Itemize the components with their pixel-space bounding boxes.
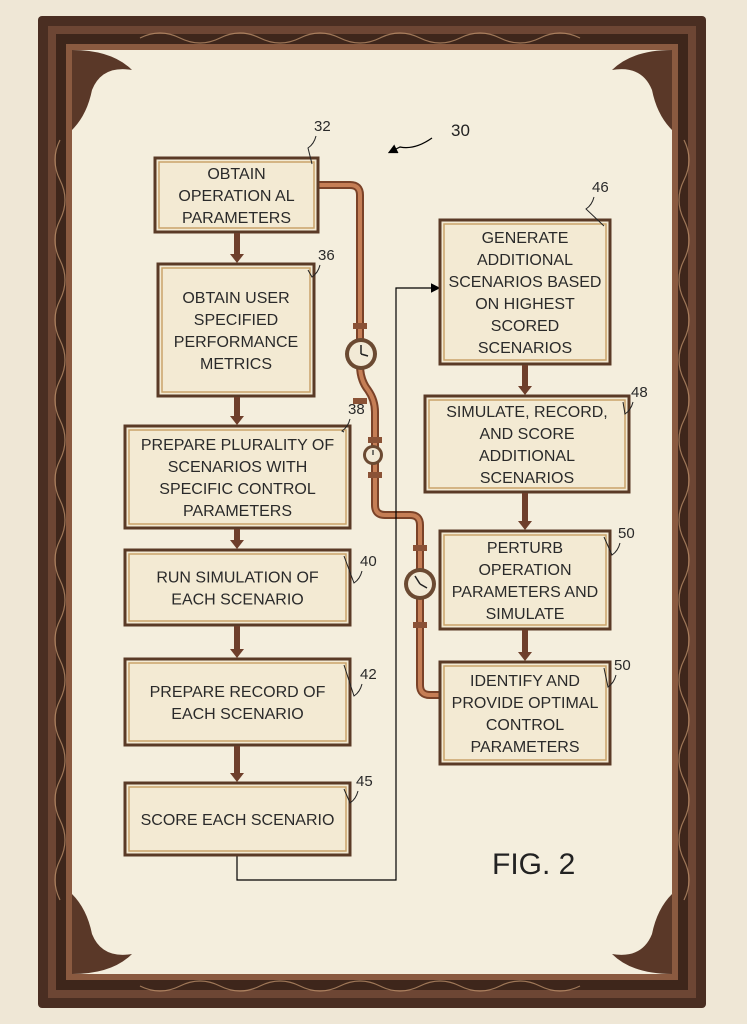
- flow-box-line: OBTAIN: [207, 166, 265, 183]
- flow-box-line: PERTURB: [487, 540, 563, 557]
- corner-ornament-icons: [72, 50, 672, 974]
- flow-arrow-shaft: [522, 493, 528, 522]
- reference-leader-line: [307, 135, 317, 165]
- flow-box-line: OBTAIN USER: [182, 290, 289, 307]
- reference-leader-line: [622, 401, 634, 415]
- flow-arrow-shaft: [522, 365, 528, 387]
- flow-box-b32: OBTAIN OPERATION AL PARAMETERS 32: [153, 118, 331, 234]
- reference-leader-line: [585, 196, 605, 227]
- flow-arrow-shaft: [234, 626, 240, 650]
- reference-numeral: 48: [631, 384, 648, 401]
- flow-box-line: SCORE EACH SCENARIO: [141, 812, 335, 829]
- flow-box-line: SCENARIOS: [478, 340, 572, 357]
- reference-leader-line: [603, 536, 621, 556]
- flow-box-b50b: IDENTIFY AND PROVIDE OPTIMAL CONTROL PARAME…: [438, 657, 631, 766]
- small-gauge-icon: [363, 445, 383, 465]
- flow-arrow-head: [230, 540, 244, 549]
- flow-box-line: CONTROL: [486, 717, 564, 734]
- flow-box-line: OPERATION AL: [178, 188, 294, 205]
- feedback-connector: [236, 283, 441, 881]
- flow-box-b42: PREPARE RECORD OF EACH SCENARIO 42: [123, 657, 377, 747]
- flow-box-line: RUN SIMULATION OF: [156, 570, 319, 587]
- flow-box-line: SCORED: [491, 318, 559, 335]
- flow-box-b45: SCORE EACH SCENARIO 45: [123, 773, 373, 857]
- copper-pipe: [314, 181, 444, 699]
- reference-numeral: 50: [614, 657, 631, 674]
- flow-arrows: [230, 233, 532, 782]
- flow-box-line: PROVIDE OPTIMAL: [452, 695, 599, 712]
- flow-box-line: PREPARE RECORD OF: [150, 684, 326, 701]
- flow-arrow-head: [230, 773, 244, 782]
- flow-box-line: EACH SCENARIO: [171, 706, 303, 723]
- flow-box-line: GENERATE: [482, 230, 569, 247]
- flow-box-line: PARAMETERS: [470, 739, 579, 756]
- flow-arrow-shaft: [234, 746, 240, 774]
- flow-box-line: ADDITIONAL: [477, 252, 573, 269]
- figure-label: FIG. 2: [492, 848, 575, 881]
- flow-arrow-head: [518, 386, 532, 395]
- reference-leader-line: [603, 667, 617, 688]
- reference-leader-line: [343, 555, 363, 584]
- flow-arrow-shaft: [234, 233, 240, 255]
- flow-box-line: PREPARE PLURALITY OF: [141, 437, 334, 454]
- reference-leader-line: [343, 788, 359, 804]
- flow-box-line: AND SCORE: [479, 426, 574, 443]
- pressure-gauge-icon: [345, 338, 377, 370]
- flow-box-line: PARAMETERS: [183, 503, 292, 520]
- reference-numeral: 50: [618, 525, 635, 542]
- flow-box-b46: GENERATE ADDITIONAL SCENARIOS BASED ON HIGH…: [438, 179, 612, 366]
- reference-numeral: 32: [314, 118, 331, 135]
- flow-box-line: PARAMETERS AND: [452, 584, 598, 601]
- flow-arrow-head: [230, 416, 244, 425]
- flow-box-line: SCENARIOS: [480, 470, 574, 487]
- flow-box-b40: RUN SIMULATION OF EACH SCENARIO 40: [123, 548, 377, 627]
- flow-arrow-head: [230, 649, 244, 658]
- flow-box-b38: PREPARE PLURALITY OF SCENARIOS WITH SPECIF…: [123, 401, 365, 530]
- figure-ref-arrow: [387, 137, 433, 154]
- flow-arrow-shaft: [234, 529, 240, 541]
- flow-box-line: ON HIGHEST: [475, 296, 575, 313]
- flow-arrow-head: [518, 652, 532, 661]
- reference-numeral: 42: [360, 666, 377, 683]
- flow-box-line: SPECIFIED: [194, 312, 278, 329]
- pressure-gauge-icon: [404, 568, 436, 600]
- reference-numeral: 46: [592, 179, 609, 196]
- flow-arrow-head: [230, 254, 244, 263]
- flow-box-line: ADDITIONAL: [479, 448, 575, 465]
- reference-leader-line: [307, 264, 321, 278]
- reference-leader-line: [341, 418, 351, 433]
- flow-box-line: EACH SCENARIO: [171, 592, 303, 609]
- flow-box-line: METRICS: [200, 356, 272, 373]
- flow-box-line: OPERATION: [478, 562, 571, 579]
- flow-box-line: PERFORMANCE: [174, 334, 298, 351]
- flow-box-line: SPECIFIC CONTROL: [159, 481, 316, 498]
- flow-arrow-head: [518, 521, 532, 530]
- flow-box-line: IDENTIFY AND: [470, 673, 580, 690]
- flow-box-line: PARAMETERS: [182, 210, 291, 227]
- reference-numeral: 38: [348, 401, 365, 418]
- flow-box-line: SCENARIOS WITH: [168, 459, 308, 476]
- flow-box-line: SIMULATE, RECORD,: [446, 404, 608, 421]
- flow-box-line: SCENARIOS BASED: [449, 274, 602, 291]
- flow-arrow-shaft: [522, 630, 528, 653]
- reference-numeral: 45: [356, 773, 373, 790]
- figure-ref-number: 30: [451, 121, 470, 140]
- flow-box-b50a: PERTURB OPERATION PARAMETERS AND SIMULATE 50: [438, 525, 635, 631]
- flow-box-line: SIMULATE: [486, 606, 565, 623]
- flow-box-b48: SIMULATE, RECORD, AND SCORE ADDITIONAL SCEN…: [423, 384, 648, 494]
- flow-box-b36: OBTAIN USER SPECIFIED PERFORMANCE METRICS 36: [156, 247, 335, 398]
- reference-numeral: 36: [318, 247, 335, 264]
- flow-arrow-shaft: [234, 397, 240, 417]
- reference-numeral: 40: [360, 553, 377, 570]
- reference-leader-line: [343, 664, 363, 697]
